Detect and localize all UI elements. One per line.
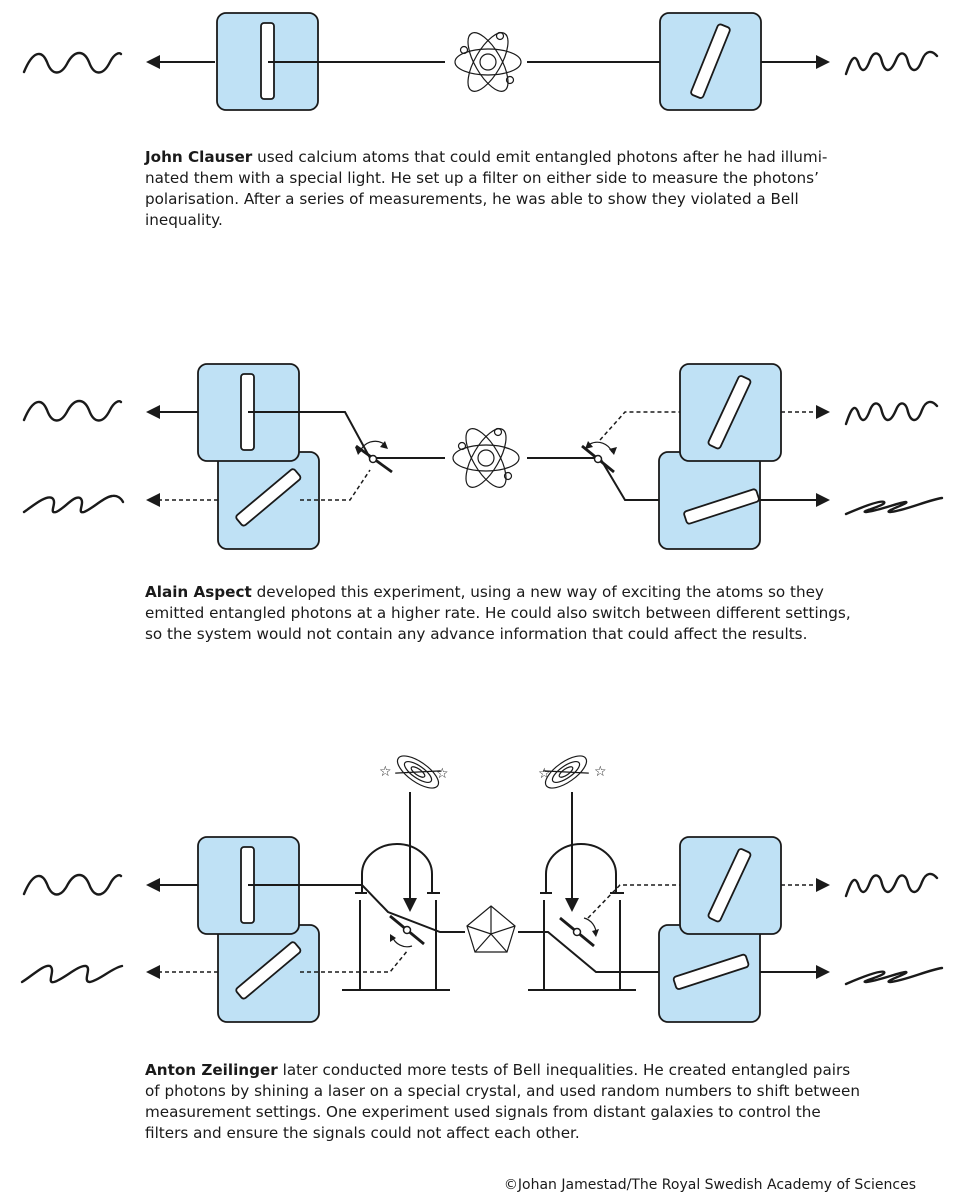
zeilinger-diagram: ☆ ☆ ☆ ☆ xyxy=(20,755,944,1023)
crystal-icon xyxy=(466,905,516,953)
photon-wave-icon xyxy=(844,966,944,986)
star-icon: ☆ xyxy=(436,766,449,782)
switch-icon xyxy=(389,914,425,948)
star-icon: ☆ xyxy=(379,764,392,780)
photon-wave-icon xyxy=(22,399,123,422)
photon-wave-icon xyxy=(22,873,123,896)
atom-icon xyxy=(454,31,522,92)
zeilinger-text: later conducted more tests of Bell inequ… xyxy=(145,1061,860,1142)
aspect-diagram xyxy=(22,363,944,550)
atom-icon xyxy=(452,427,520,488)
image-credit: ©Johan Jamestad/The Royal Swedish Academ… xyxy=(503,1177,916,1193)
photon-wave-icon xyxy=(844,496,944,516)
photon-wave-icon xyxy=(844,872,939,898)
switch-icon xyxy=(581,441,617,474)
random-number-generator-right xyxy=(528,843,636,991)
aspect-name: Alain Aspect xyxy=(145,583,252,601)
switch-icon xyxy=(559,916,599,948)
star-icon: ☆ xyxy=(538,766,551,782)
arrow-left-icon xyxy=(146,55,160,69)
galaxy-icon xyxy=(395,755,441,789)
zeilinger-name: Anton Zeilinger xyxy=(145,1061,278,1079)
photon-wave-icon xyxy=(22,494,125,514)
photon-wave-icon xyxy=(844,400,939,426)
clauser-caption: John Clauser used calcium atoms that cou… xyxy=(145,147,865,231)
clauser-diagram xyxy=(22,12,939,111)
zeilinger-caption: Anton Zeilinger later conducted more tes… xyxy=(145,1060,865,1144)
clauser-text: used calcium atoms that could emit entan… xyxy=(145,148,828,229)
arrow-right-icon xyxy=(816,55,830,69)
random-number-generator-left xyxy=(342,843,450,991)
aspect-caption: Alain Aspect developed this experiment, … xyxy=(145,582,865,645)
star-icon: ☆ xyxy=(594,764,607,780)
photon-wave-icon xyxy=(20,964,124,984)
photon-wave-icon xyxy=(22,51,123,74)
switch-icon xyxy=(355,440,393,474)
clauser-name: John Clauser xyxy=(145,148,253,166)
photon-wave-icon xyxy=(844,50,939,76)
galaxy-icon xyxy=(543,755,589,789)
aspect-text: developed this experiment, using a new w… xyxy=(145,583,851,643)
